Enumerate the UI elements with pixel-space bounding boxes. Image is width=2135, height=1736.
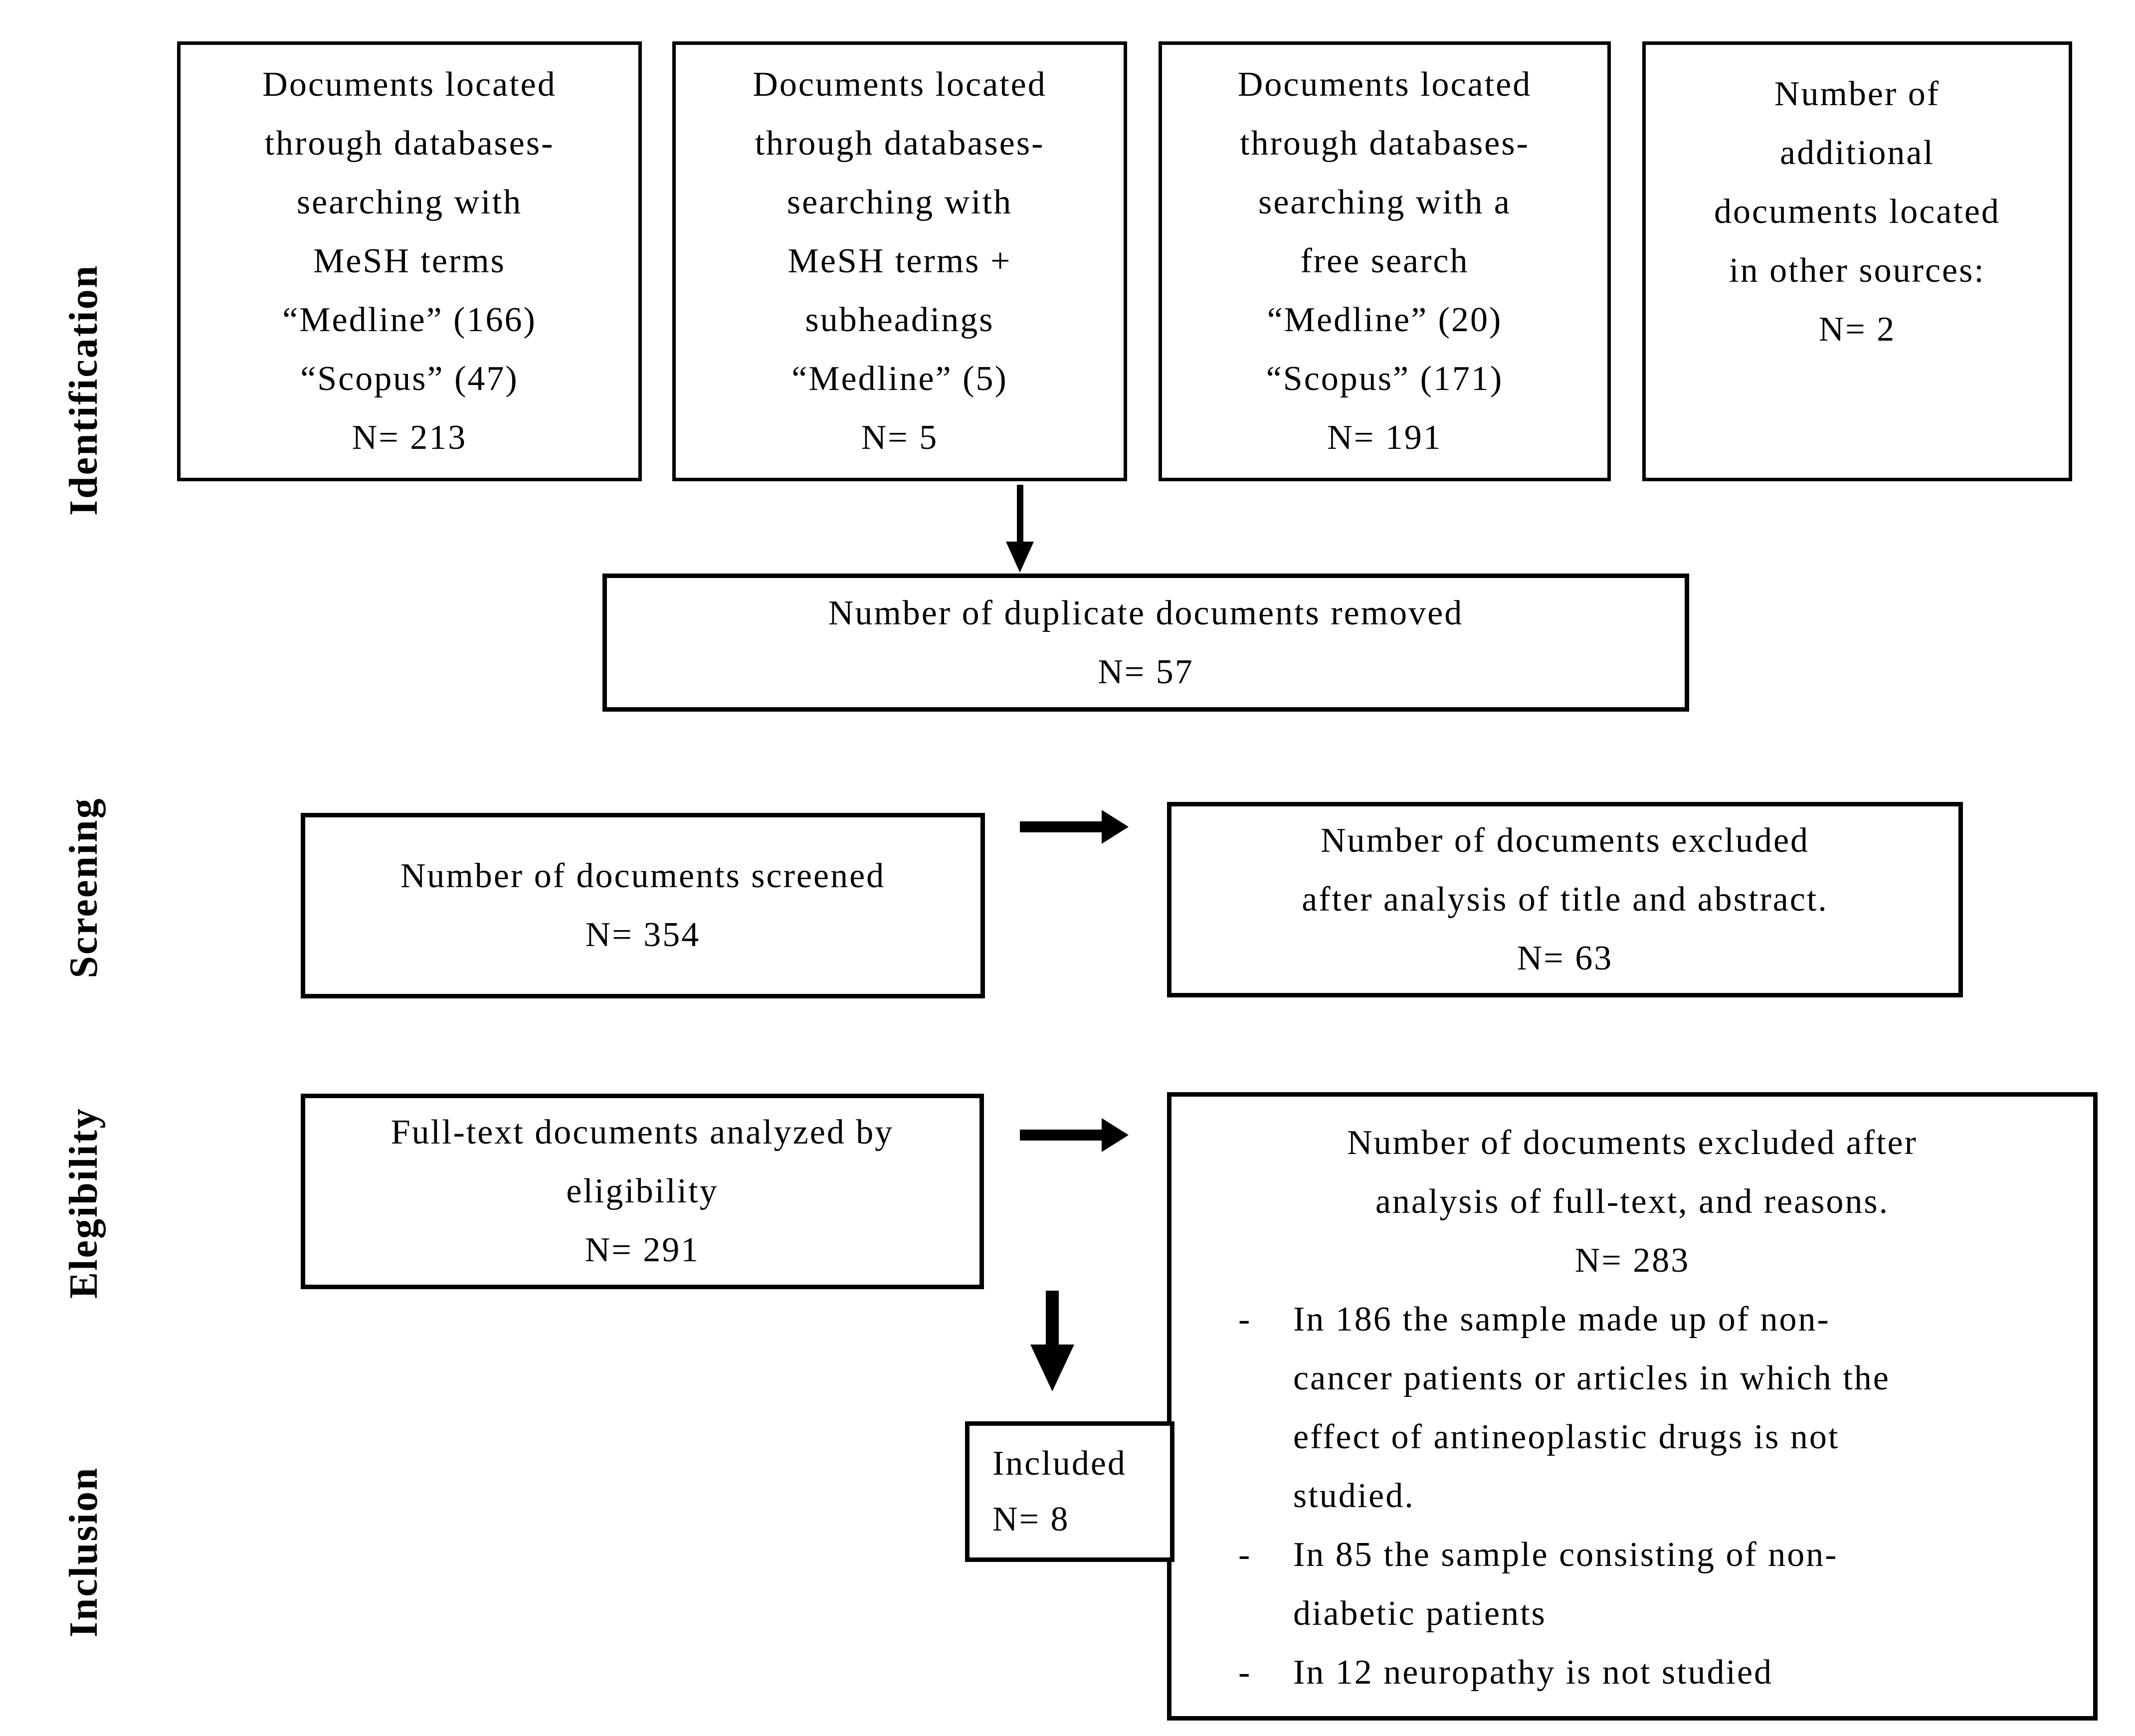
exclusion-reason-text: In 12 neuropathy is not studied [1293,1653,1773,1692]
box-full-text-analyzed: Full-text documents analyzed by eligibil… [301,1094,984,1289]
exclusion-reason-item: - In 85 the sample consisting of non- di… [1199,1526,2065,1643]
box-duplicates-removed: Number of duplicate documents removed N=… [602,574,1689,712]
arrow-shaft [1020,1130,1102,1141]
stage-label-screening: Screening [62,797,106,978]
exclusion-reason-item: - In 186 the sample made up of non- canc… [1199,1290,2065,1526]
exclusion-reason-text: In 186 the sample made up of non- cancer… [1293,1300,1890,1515]
box-included: Included N= 8 [965,1421,1174,1562]
stage-label-inclusion: Inclusion [62,1466,106,1638]
box-other-sources-text: Number of additional documents located i… [1714,75,2000,349]
exclusion-reason-item: - In 12 neuropathy is not studied [1199,1643,2065,1702]
box-excluded-title-abstract-text: Number of documents excluded after analy… [1302,821,1828,977]
box-excluded-full-text: Number of documents excluded after analy… [1167,1092,2098,1721]
arrow-head [1102,810,1129,844]
box-excluded-title-abstract: Number of documents excluded after analy… [1167,802,1963,997]
box-other-sources: Number of additional documents located i… [1642,41,2072,481]
arrow-head [1102,1118,1129,1152]
bullet-dash: - [1238,1536,1252,1574]
box-duplicates-removed-text: Number of duplicate documents removed N=… [828,593,1464,691]
box-free-search-text: Documents located through databases- sea… [1237,65,1532,457]
arrow-head [1006,542,1034,573]
eligibility-right-arrow-icon [1020,1118,1129,1152]
exclusion-reason-text: In 85 the sample consisting of non- diab… [1293,1536,1838,1633]
box-excluded-full-text-title: Number of documents excluded after analy… [1347,1124,1918,1280]
box-included-text: Included N= 8 [992,1444,1127,1539]
exclusion-reason-list: - In 186 the sample made up of non- canc… [1199,1290,2065,1702]
arrow-shaft [1016,485,1023,542]
box-mesh-subheadings-search-text: Documents located through databases- sea… [753,65,1047,457]
arrow-head [1030,1345,1074,1391]
box-documents-screened-text: Number of documents screened N= 354 [400,857,886,954]
bullet-dash: - [1238,1300,1252,1339]
stage-label-identification: Identification [62,264,106,516]
arrow-shaft [1020,821,1102,832]
duplicates-down-arrow-icon [1002,485,1037,573]
included-down-arrow-icon [1030,1291,1074,1391]
box-free-search: Documents located through databases- sea… [1159,41,1611,481]
stage-label-eligibility: Elegibility [62,1107,106,1299]
bullet-dash: - [1238,1653,1252,1692]
box-documents-screened: Number of documents screened N= 354 [301,813,985,998]
box-mesh-search-text: Documents located through databases- sea… [262,65,557,457]
box-mesh-search: Documents located through databases- sea… [177,41,642,481]
arrow-shaft [1046,1291,1059,1345]
box-mesh-subheadings-search: Documents located through databases- sea… [672,41,1127,481]
screening-right-arrow-icon [1020,810,1129,844]
box-full-text-analyzed-text: Full-text documents analyzed by eligibil… [390,1113,894,1269]
